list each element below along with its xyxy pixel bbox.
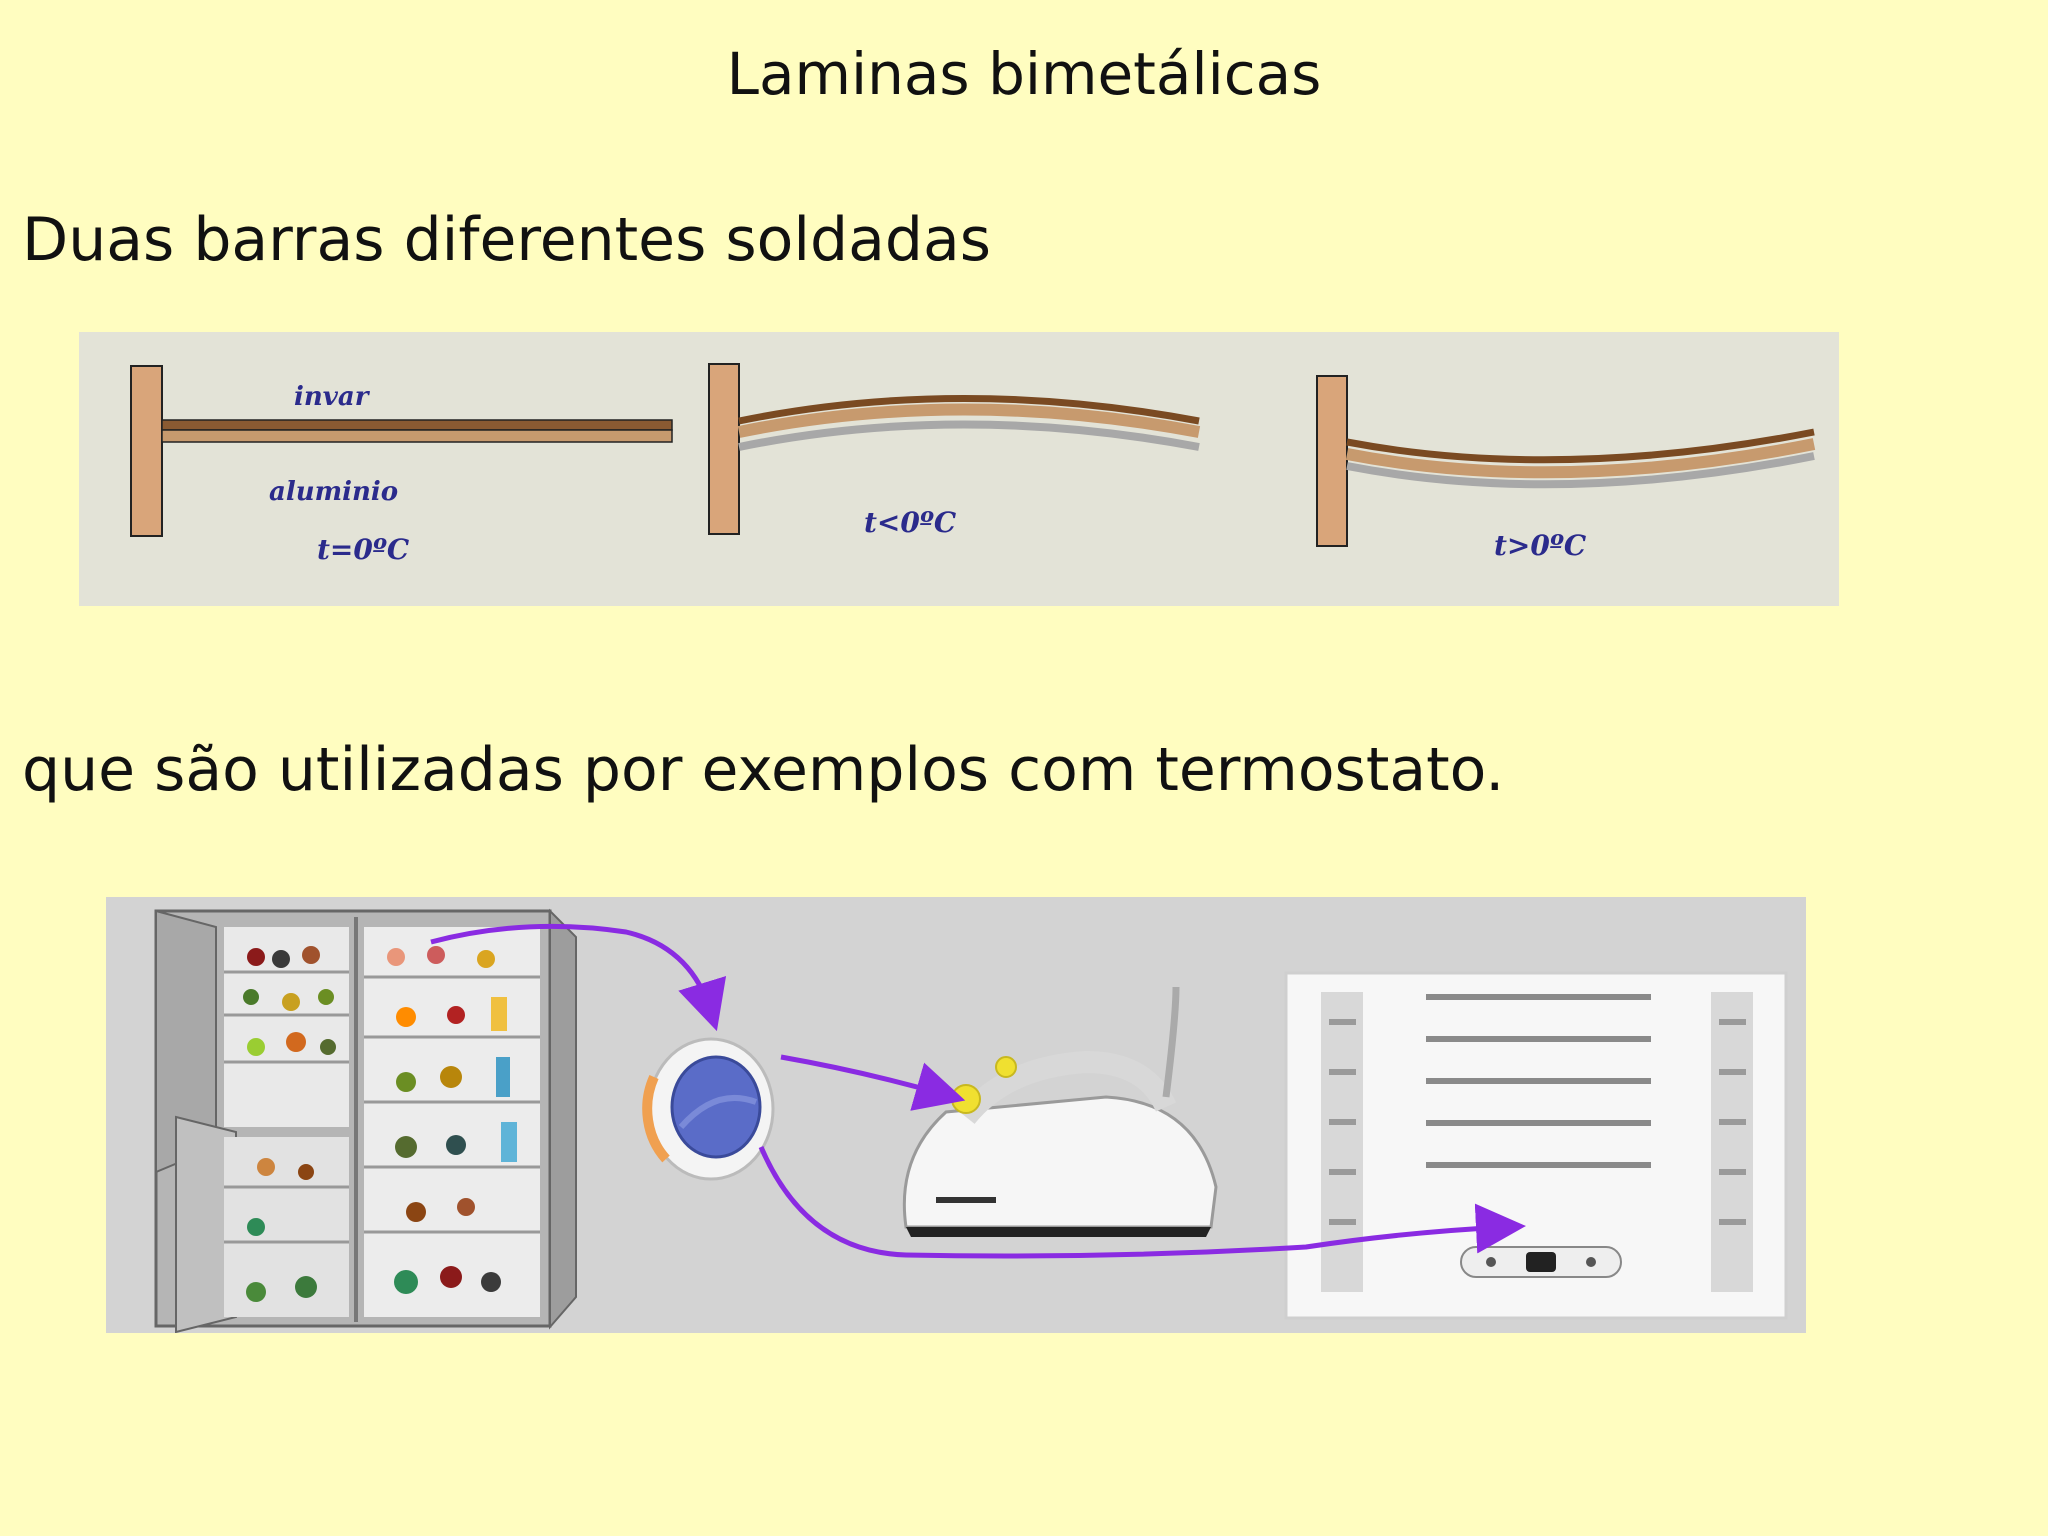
strip-shadow-3 (1346, 452, 1815, 489)
arrow-fridge-to-thermostat (430, 923, 727, 1032)
air-conditioner-icon (1284, 971, 1788, 1320)
strip-neutral: invar aluminio t=0ºC (130, 365, 673, 566)
clamp-block-1 (130, 365, 163, 537)
clamp-block-3 (1316, 375, 1348, 547)
invar-layer-2 (738, 395, 1200, 425)
strip-hot: t>0ºC (1316, 375, 1816, 562)
clamp-block-2 (708, 363, 740, 535)
label-aluminio: aluminio (269, 477, 398, 507)
invar-layer-3 (1346, 428, 1815, 464)
appliances-illustration (106, 897, 1806, 1334)
thermostat-icon (642, 1037, 775, 1181)
invar-layer-1 (161, 419, 673, 431)
slide-text-line-1: Duas barras diferentes soldadas (22, 205, 992, 275)
strip-shadow-2 (738, 420, 1200, 451)
appliances-svg (154, 908, 1788, 1334)
bimetallic-diagram: invar aluminio t=0ºC t<0ºC t>0ºC (79, 332, 1839, 606)
slide-title: Laminas bimetálicas (726, 40, 1322, 108)
strip-cold: t<0ºC (708, 363, 1201, 539)
arrow-thermostat-to-iron (780, 1054, 966, 1111)
arrows (430, 923, 1526, 1259)
label-t-equal: t=0ºC (317, 533, 410, 566)
iron-icon (902, 986, 1218, 1237)
arrow-thermostat-to-ac (758, 1146, 1526, 1259)
aluminio-layer-2 (737, 403, 1201, 438)
slide-text-line-2: que são utilizadas por exemplos com term… (22, 735, 1505, 805)
refrigerator-icon (154, 908, 577, 1334)
label-invar: invar (294, 382, 371, 412)
aluminio-layer-3 (1345, 438, 1816, 479)
label-t-less: t<0ºC (864, 506, 957, 539)
label-t-greater: t>0ºC (1494, 529, 1587, 562)
aluminio-layer-1 (161, 429, 673, 443)
